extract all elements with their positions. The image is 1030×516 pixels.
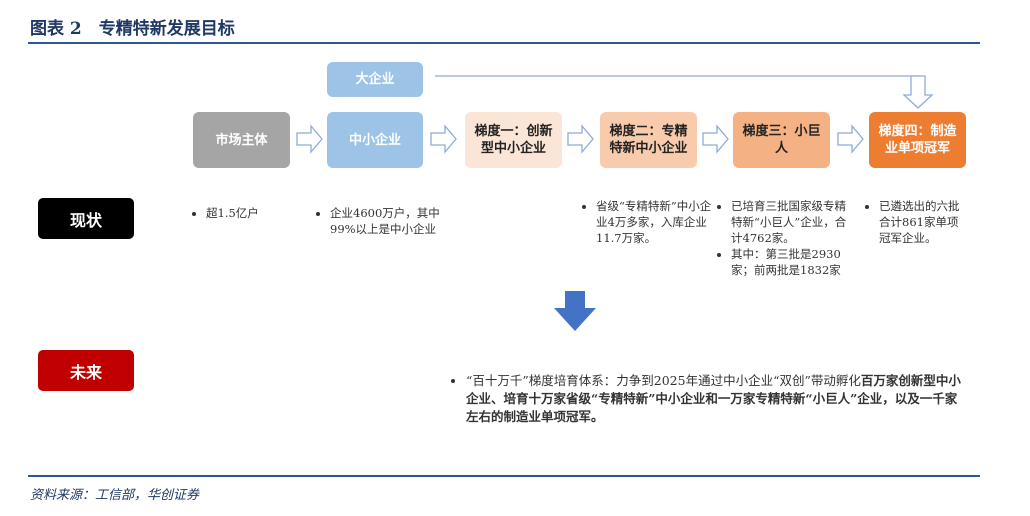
note-item: 其中：第三批是2930家；前两批是1832家 xyxy=(731,246,857,278)
right-arrow-icon xyxy=(430,124,457,154)
large-to-champion-line xyxy=(435,75,919,94)
flow-box-tier3: 梯度三：小巨人 xyxy=(733,112,830,168)
note-tier3: 已培育三批国家级专精特新“小巨人”企业，合计4762家。其中：第三批是2930家… xyxy=(717,198,857,278)
note-tier4: 已遴选出的六批合计861家单项冠军企业。 xyxy=(865,198,965,246)
down-blue-arrow-icon xyxy=(554,291,596,331)
flow-box-market: 市场主体 xyxy=(193,112,290,168)
flow-box-tier4: 梯度四：制造业单项冠军 xyxy=(869,112,966,168)
flow-box-sme: 中小企业 xyxy=(327,112,423,168)
right-arrow-icon xyxy=(837,124,864,154)
future-note: “百十万千”梯度培育体系：力争到2025年通过中小企业“双创”带动孵化百万家创新… xyxy=(452,372,962,426)
source-note: 资料来源：工信部，华创证券 xyxy=(30,488,200,503)
note-sme: 企业4600万户，其中99%以上是中小企业 xyxy=(316,205,441,237)
future-text-normal: “百十万千”梯度培育体系：力争到2025年通过中小企业“双创”带动孵化 xyxy=(466,373,861,388)
large-enterprise-box: 大企业 xyxy=(327,62,423,97)
future-label: 未来 xyxy=(38,350,134,391)
footer-divider xyxy=(28,475,980,477)
status-label: 现状 xyxy=(38,198,134,239)
future-text-bold: 百万家创新型中小企业、培育十万家省级“专精特新”中小企业和一万家专精特新“小巨人… xyxy=(466,373,961,424)
note-item: 已培育三批国家级专精特新“小巨人”企业，合计4762家。 xyxy=(731,198,857,246)
note-tier2: 省级“专精特新”中小企业4万多家，入库企业11.7万家。 xyxy=(582,198,714,246)
note-item: 企业4600万户，其中99%以上是中小企业 xyxy=(330,205,441,237)
right-arrow-icon xyxy=(567,124,594,154)
note-item: 省级“专精特新”中小企业4万多家，入库企业11.7万家。 xyxy=(596,198,714,246)
figure-title: 图表 2 专精特新发展目标 xyxy=(30,19,235,39)
flow-box-tier1: 梯度一：创新型中小企业 xyxy=(465,112,562,168)
flow-box-tier2: 梯度二：专精特新中小企业 xyxy=(600,112,697,168)
down-hollow-arrow-icon xyxy=(902,75,934,109)
right-arrow-icon xyxy=(702,124,729,154)
note-item: 超1.5亿户 xyxy=(206,205,302,221)
note-market: 超1.5亿户 xyxy=(192,205,302,221)
title-divider xyxy=(28,42,980,44)
right-arrow-icon xyxy=(296,124,323,154)
note-item: 已遴选出的六批合计861家单项冠军企业。 xyxy=(879,198,965,246)
